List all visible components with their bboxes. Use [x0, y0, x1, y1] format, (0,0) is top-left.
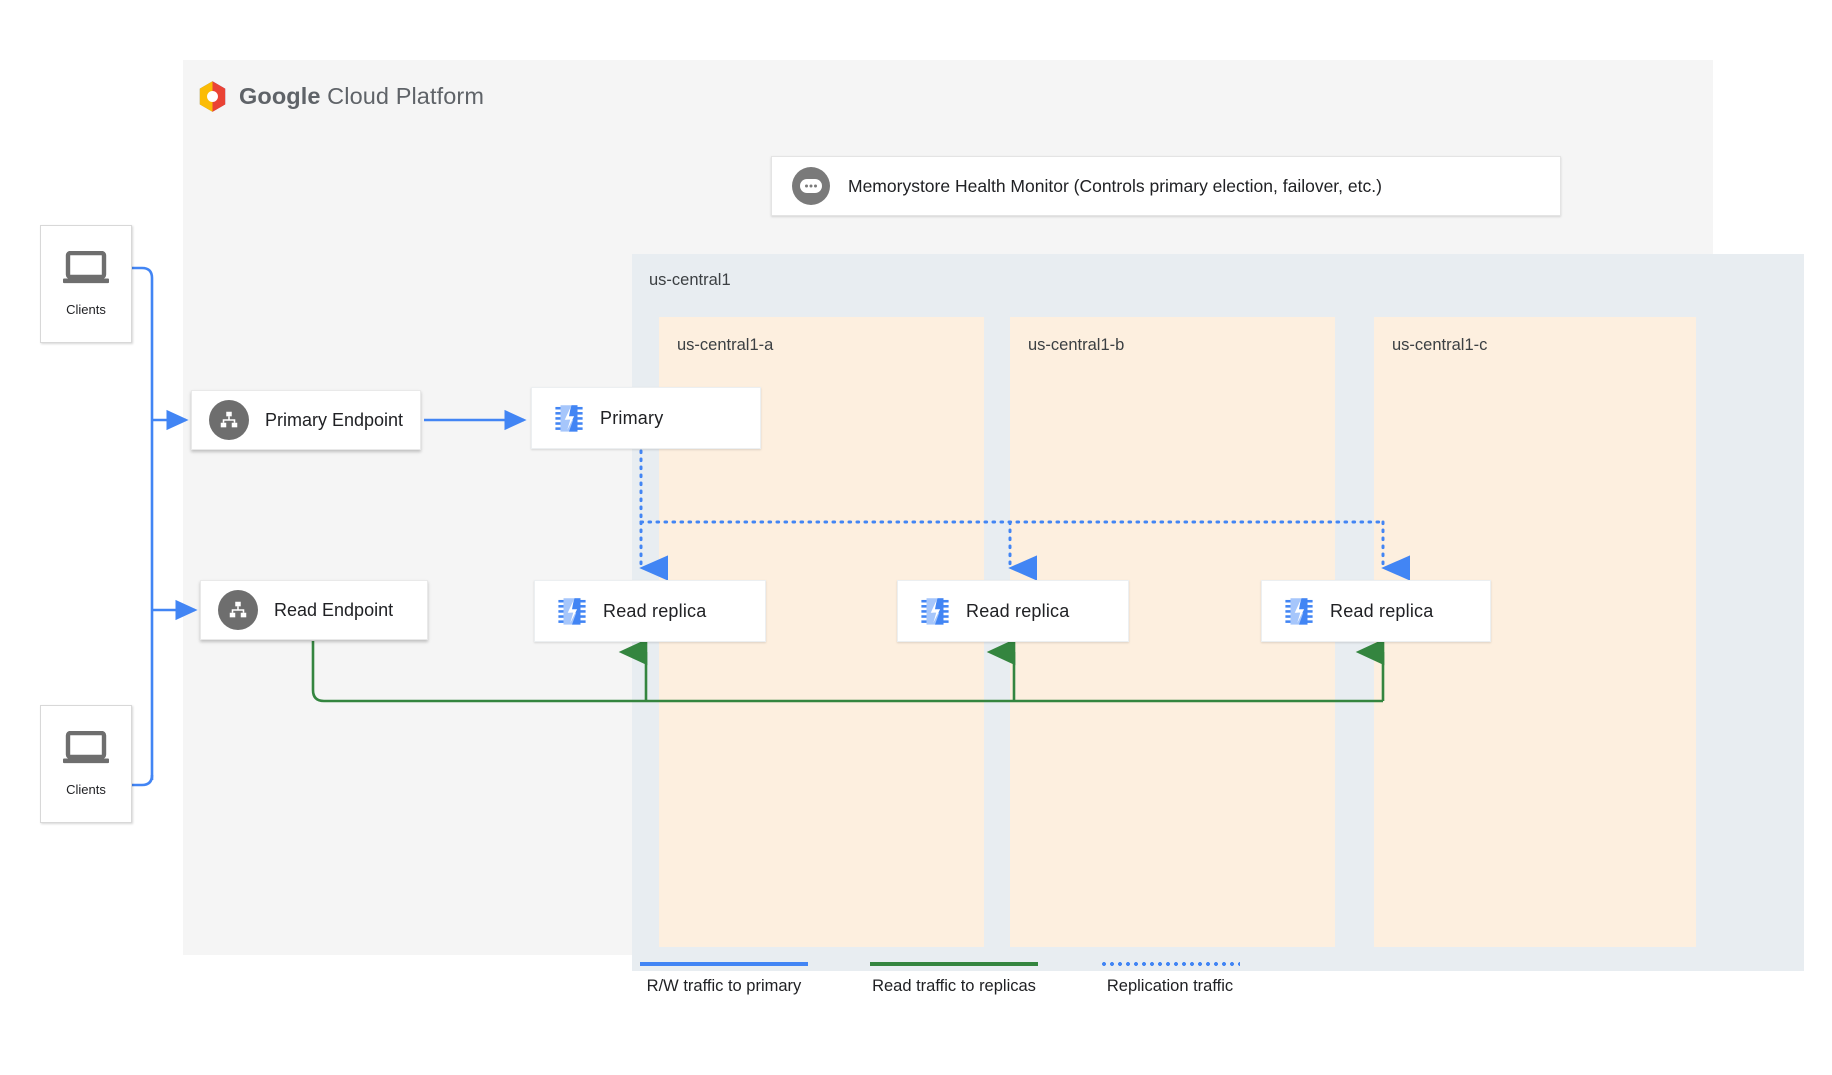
node-read-replica-a-label: Read replica [603, 600, 707, 621]
zone-label-b: us-central1-b [1028, 336, 1125, 354]
clients-label-top: Clients [66, 302, 106, 317]
clients-label-bottom: Clients [66, 782, 106, 797]
health-monitor-card[interactable]: Memorystore Health Monitor (Controls pri… [771, 156, 1561, 216]
legend: R/W traffic to primary Read traffic to r… [640, 962, 1300, 1022]
zone-label-a: us-central1-a [677, 336, 774, 354]
gcp-title-bold: Google [239, 82, 321, 109]
legend-swatch-green-solid [870, 962, 1038, 966]
node-read-replica-c-label: Read replica [1330, 600, 1434, 621]
laptop-icon [62, 730, 110, 770]
read-endpoint-card[interactable]: Read Endpoint [200, 580, 428, 640]
gcp-branding: Google Cloud Platform [197, 78, 484, 114]
health-monitor-icon [792, 167, 830, 205]
node-read-replica-c[interactable]: Read replica [1261, 580, 1491, 642]
legend-swatch-blue-dotted [1100, 962, 1240, 966]
gcp-title-rest: Cloud Platform [320, 82, 484, 109]
gcp-title: Google Cloud Platform [239, 83, 484, 110]
node-primary[interactable]: Primary [531, 387, 761, 449]
legend-label-replication-traffic: Replication traffic [1106, 977, 1234, 995]
node-read-replica-b-label: Read replica [966, 600, 1070, 621]
memorystore-chip-icon [918, 594, 952, 628]
network-topology-icon [218, 590, 258, 630]
primary-endpoint-card[interactable]: Primary Endpoint [191, 390, 421, 450]
clients-card-top[interactable]: Clients [40, 225, 132, 343]
memorystore-chip-icon [1282, 594, 1316, 628]
legend-label-rw-traffic: R/W traffic to primary [646, 977, 802, 995]
legend-swatch-blue-solid [640, 962, 808, 966]
clients-card-bottom[interactable]: Clients [40, 705, 132, 823]
health-monitor-label: Memorystore Health Monitor (Controls pri… [848, 175, 1382, 196]
memorystore-chip-icon [552, 401, 586, 435]
node-read-replica-a[interactable]: Read replica [534, 580, 766, 642]
legend-item-rw-traffic: R/W traffic to primary [640, 962, 808, 996]
legend-item-replication-traffic: Replication traffic [1100, 962, 1240, 996]
primary-endpoint-label: Primary Endpoint [265, 409, 404, 430]
google-cloud-hexagon-icon [197, 80, 228, 113]
region-label: us-central1 [649, 271, 731, 289]
gcp-platform-container: Google Cloud Platform Memorystore Health… [183, 60, 1804, 971]
laptop-icon [62, 250, 110, 290]
node-read-replica-b[interactable]: Read replica [897, 580, 1129, 642]
legend-item-read-traffic: Read traffic to replicas [870, 962, 1038, 996]
network-topology-icon [209, 400, 249, 440]
legend-label-read-traffic: Read traffic to replicas [872, 977, 1036, 995]
region-container-us-central1: us-central1 us-central1-a us-central1-b … [632, 254, 1804, 971]
zone-label-c: us-central1-c [1392, 336, 1488, 354]
memorystore-chip-icon [555, 594, 589, 628]
read-endpoint-label: Read Endpoint [274, 599, 394, 620]
node-primary-label: Primary [600, 407, 664, 428]
